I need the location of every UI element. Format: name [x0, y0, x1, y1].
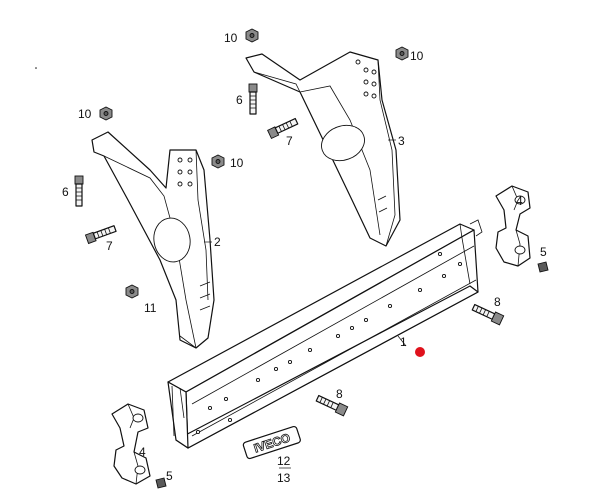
label-nut-10-mid: 10 — [230, 156, 244, 170]
pin-left — [155, 477, 167, 489]
label-nut-10-left: 10 — [78, 107, 92, 121]
nut-10-mid — [211, 154, 225, 169]
label-bracket-right: 3 — [398, 134, 405, 148]
pin-right — [537, 261, 549, 273]
handle-right — [495, 185, 531, 267]
label-handle-left: 4 — [139, 445, 146, 459]
logo-badge: IVECO — [242, 425, 301, 460]
bolt-8-right — [471, 303, 505, 326]
bolt-6-top — [248, 83, 258, 115]
label-bracket-left: 2 — [214, 235, 221, 249]
bolt-7-top — [267, 117, 299, 140]
label-nut-11: 11 — [144, 301, 157, 315]
label-pin-left: 5 — [166, 469, 173, 483]
bracket-right — [245, 51, 401, 247]
label-crossmember: 1 — [400, 335, 407, 349]
nut-11 — [125, 284, 139, 299]
label-bolt-8-right: 8 — [494, 295, 501, 309]
position-marker — [415, 347, 425, 357]
crossmember-holes — [195, 251, 463, 435]
bolt-7-left — [84, 225, 117, 245]
handle-left — [111, 403, 151, 485]
label-nut-10-topright: 10 — [410, 49, 424, 63]
label-bolt-8-bottom: 8 — [336, 387, 343, 401]
label-bolt-6-top: 6 — [236, 93, 243, 107]
bolt-8-bottom — [315, 394, 349, 417]
label-handle-right: 4 — [516, 194, 523, 208]
label-logo-part: 12 — [277, 454, 291, 468]
label-pin-right: 5 — [540, 245, 547, 259]
nut-10-topright — [395, 46, 409, 61]
label-bolt-7-top: 7 — [286, 134, 293, 148]
label-nut-10-top: 10 — [224, 31, 238, 45]
label-bolt-7-left: 7 — [106, 239, 113, 253]
crossmember — [167, 219, 483, 449]
nut-10-left — [99, 106, 113, 121]
bolt-6-left — [74, 175, 84, 207]
leader-lines — [204, 139, 407, 469]
label-bolt-6-left: 6 — [62, 185, 69, 199]
label-logo-part-alt: 13 — [277, 471, 291, 485]
stray-dot — [35, 67, 37, 69]
part-labels: 1 2 3 4 4 5 5 6 6 7 7 8 8 10 10 10 10 11… — [62, 31, 547, 485]
bracket-left — [91, 131, 215, 349]
nut-10-top — [245, 28, 259, 43]
